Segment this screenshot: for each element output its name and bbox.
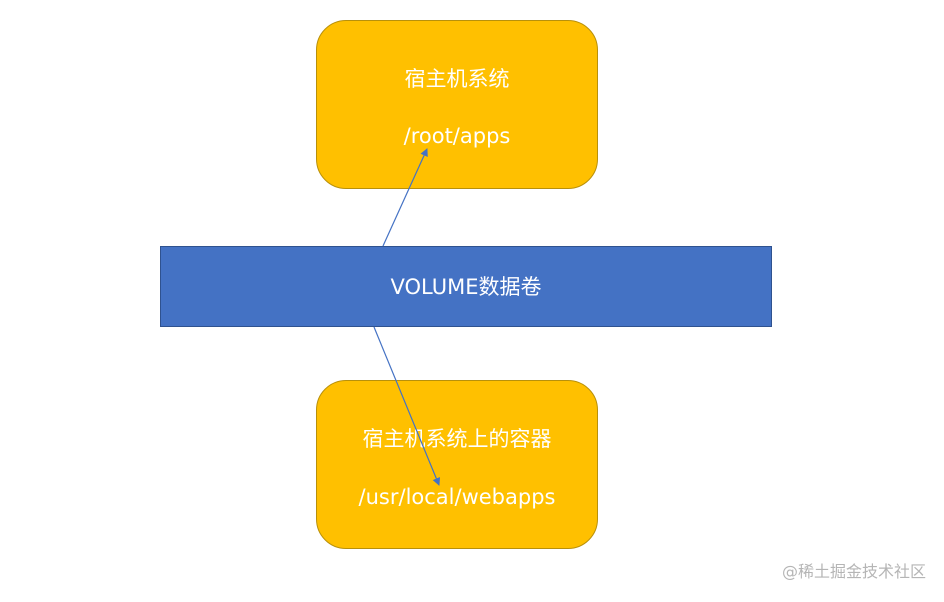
container-path: /usr/local/webapps (358, 485, 556, 509)
host-system-title: 宿主机系统 (404, 67, 510, 91)
host-system-path: /root/apps (403, 124, 511, 148)
container-box: 宿主机系统上的容器 /usr/local/webapps (316, 380, 598, 549)
volume-band: VOLUME数据卷 (160, 246, 772, 327)
container-title: 宿主机系统上的容器 (362, 427, 552, 451)
watermark-text: @稀土掘金技术社区 (781, 562, 926, 581)
volume-label: VOLUME数据卷 (390, 275, 542, 299)
host-system-box: 宿主机系统 /root/apps (316, 20, 598, 189)
